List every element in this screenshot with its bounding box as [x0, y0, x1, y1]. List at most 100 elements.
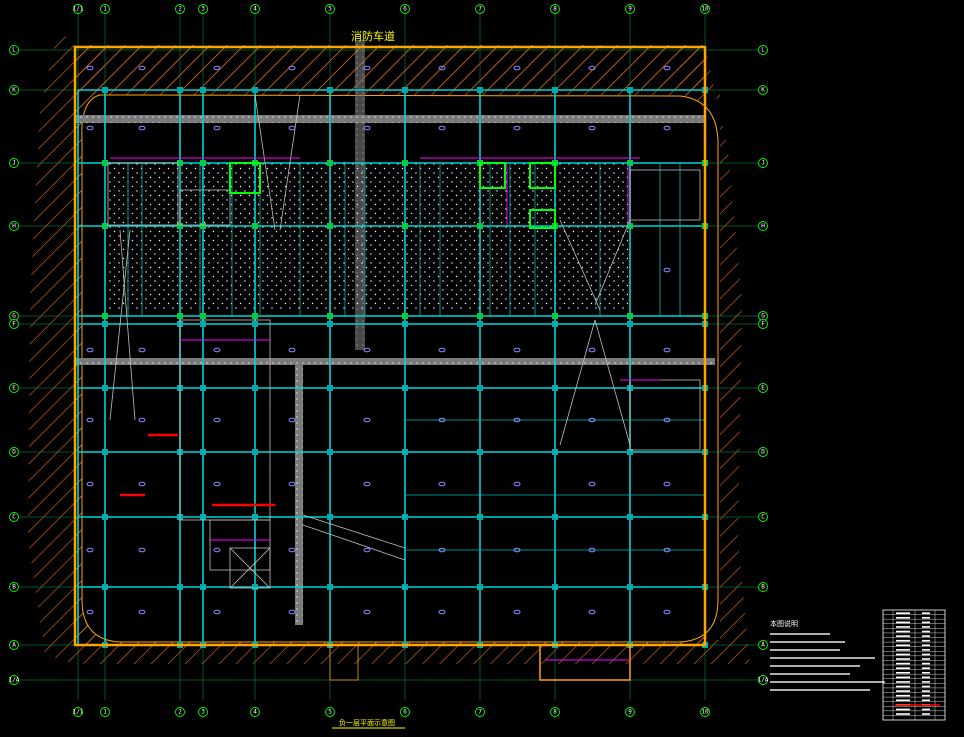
table-cell-value: [922, 676, 930, 679]
axis-label-row: G: [761, 313, 765, 320]
table-cell-value: [896, 626, 910, 628]
structural-column: [327, 385, 333, 391]
axis-bubble-row: [9, 582, 19, 592]
table-cell-value: [922, 639, 930, 642]
location-marker: [138, 481, 146, 487]
axis-bubble-row: [758, 319, 768, 329]
axis-label-col: 6: [403, 6, 407, 13]
location-marker: [588, 609, 596, 615]
location-marker: [288, 125, 296, 131]
table-cell-value: [896, 621, 910, 624]
structural-column: [402, 514, 408, 520]
axis-label-row: L: [761, 47, 765, 54]
location-marker: [588, 347, 596, 353]
structural-column: [102, 584, 108, 590]
location-marker: [663, 65, 671, 71]
structural-column: [327, 160, 333, 166]
road-label: 消防车道: [351, 29, 395, 43]
structural-column: [627, 223, 633, 229]
column-grid: [14, 14, 765, 700]
structural-column: [552, 514, 558, 520]
structural-column: [200, 321, 206, 327]
table-cell-value: [896, 676, 910, 679]
axis-label-col: 2: [178, 6, 182, 13]
location-marker: [288, 609, 296, 615]
dotted-zones: [108, 163, 628, 311]
structural-column: [627, 160, 633, 166]
structural-column: [477, 223, 483, 229]
axis-bubble-row: [758, 447, 768, 457]
location-marker: [588, 481, 596, 487]
table-cell-value: [922, 708, 930, 711]
structural-column: [627, 321, 633, 327]
table-cell-value: [922, 626, 930, 628]
location-marker: [438, 547, 446, 553]
table-cell-value: [896, 708, 910, 711]
axis-label-row: 1/A: [758, 677, 769, 684]
table-cell-value: [896, 653, 910, 656]
structural-column: [402, 160, 408, 166]
structural-column: [200, 514, 206, 520]
structural-column: [552, 87, 558, 93]
structural-column: [477, 87, 483, 93]
structural-column: [252, 514, 258, 520]
structural-column: [252, 87, 258, 93]
location-marker: [213, 609, 221, 615]
structural-column: [252, 385, 258, 391]
location-marker: [663, 417, 671, 423]
structural-column: [102, 385, 108, 391]
table-cell-value: [896, 639, 910, 642]
location-marker: [363, 65, 371, 71]
location-marker: [213, 65, 221, 71]
table-cell-value: [896, 685, 910, 688]
structural-column: [627, 449, 633, 455]
axis-label-col: 2: [178, 709, 182, 716]
axis-bubble-col: [625, 707, 635, 717]
structural-column: [327, 313, 333, 319]
structural-column: [402, 385, 408, 391]
axis-label-col: 1: [103, 6, 107, 13]
structural-column: [402, 321, 408, 327]
axis-bubble-col: [475, 707, 485, 717]
table-cell-value: [922, 662, 930, 665]
location-marker: [663, 481, 671, 487]
structural-column: [102, 313, 108, 319]
axis-label-col: 1/1: [73, 709, 84, 716]
location-marker: [138, 347, 146, 353]
table-cell-value: [896, 649, 910, 651]
axis-bubble-row: [9, 447, 19, 457]
axis-bubble-col: [73, 4, 83, 14]
axis-bubble-row: [9, 45, 19, 55]
location-marker: [438, 347, 446, 353]
axis-bubble-row: [9, 319, 19, 329]
structural-column: [177, 87, 183, 93]
location-marker: [438, 481, 446, 487]
structural-column: [102, 514, 108, 520]
table-cell-value: [896, 671, 910, 674]
structural-column: [200, 87, 206, 93]
axis-bubble-col: [250, 707, 260, 717]
location-marker: [438, 609, 446, 615]
axis-bubble-row: [9, 512, 19, 522]
axis-label-col: 5: [328, 6, 332, 13]
table-cell-value: [896, 635, 910, 637]
location-marker: [663, 547, 671, 553]
axis-label-row: C: [761, 514, 765, 521]
location-marker: [438, 125, 446, 131]
axis-label-row: E: [761, 385, 765, 392]
location-marker: [213, 481, 221, 487]
axis-label-row: F: [12, 321, 16, 328]
location-marker: [213, 417, 221, 423]
location-marker: [663, 267, 671, 273]
axis-label-row: K: [12, 87, 16, 94]
structural-column: [177, 223, 183, 229]
location-marker: [663, 347, 671, 353]
structural-column: [102, 321, 108, 327]
location-marker: [138, 609, 146, 615]
axis-label-row: C: [12, 514, 16, 521]
structural-column: [200, 223, 206, 229]
structural-column: [327, 223, 333, 229]
location-marker: [513, 347, 521, 353]
location-marker: [288, 65, 296, 71]
